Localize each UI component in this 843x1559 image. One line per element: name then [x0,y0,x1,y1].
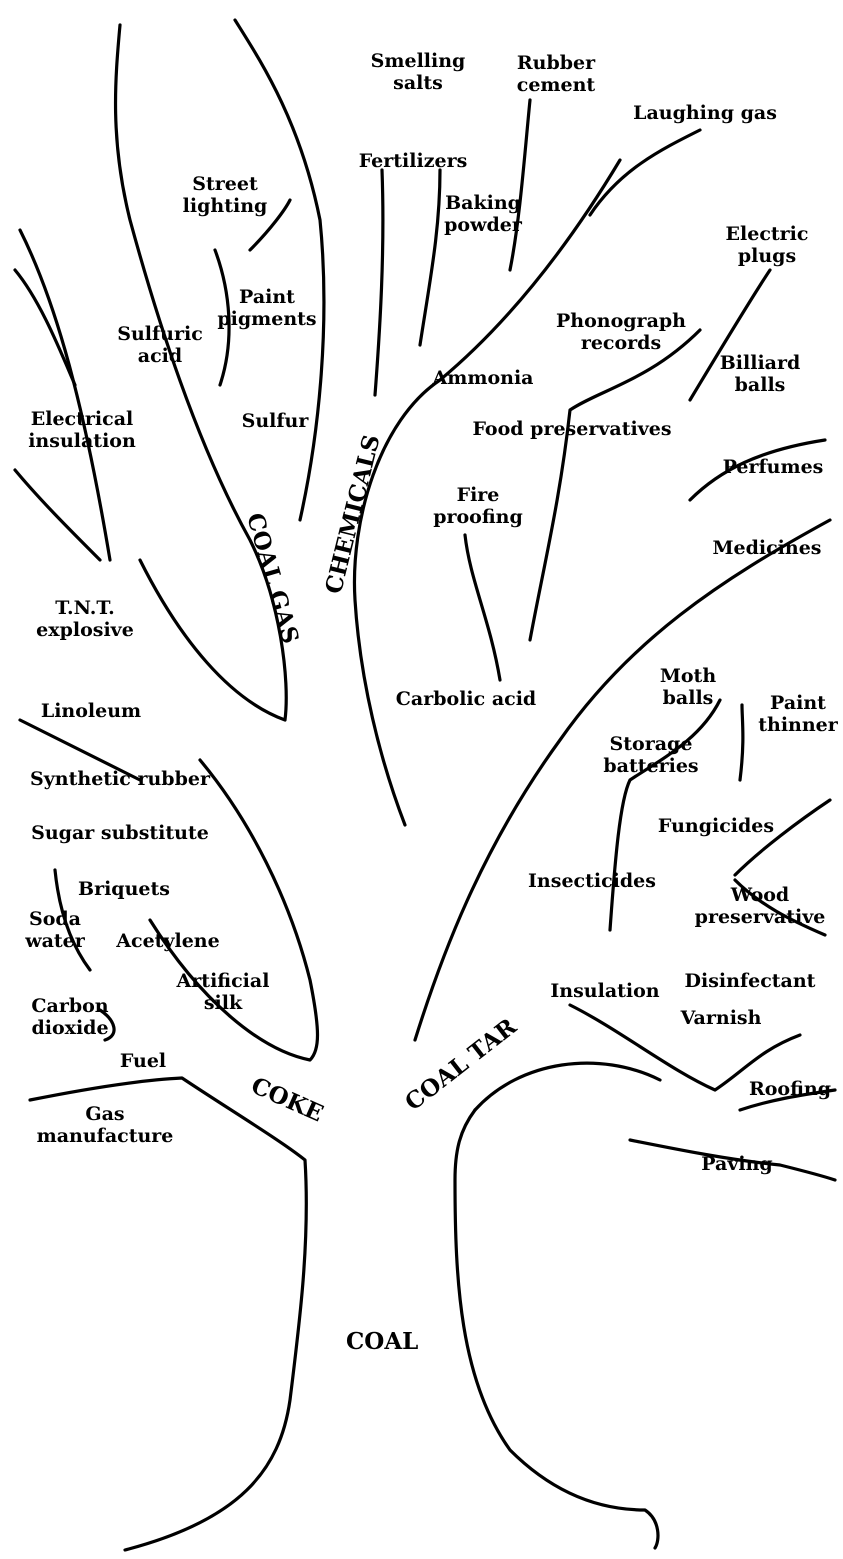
label-carbolic-acid: Carbolic acid [396,688,536,710]
trunk-left-outline [30,1078,306,1550]
twig-moth [740,705,743,780]
label-synthetic-rubber: Synthetic rubber [30,768,210,790]
trunk-right-outline [455,1110,658,1548]
coal-gas-branch-right [235,20,324,520]
label-paving: Paving [701,1153,772,1175]
label-roofing: Roofing [749,1078,831,1100]
label-varnish: Varnish [681,1007,762,1029]
left-twig-3 [15,470,100,560]
label-coal: COAL [346,1328,418,1355]
twig-laughing [590,130,700,215]
fungicide-branch [735,800,830,875]
label-laughing-gas: Laughing gas [633,102,777,124]
label-medicines: Medicines [712,537,821,559]
left-twig-1 [20,230,110,560]
twig-fertilizers [420,170,440,345]
label-disinfectant: Disinfectant [685,970,816,992]
twig-rubber [510,100,530,270]
chemicals-stem [375,170,383,395]
carbolic-branch [465,535,500,680]
label-food-preservatives: Food preservatives [472,418,671,440]
label-perfumes: Perfumes [723,456,824,478]
trunk-top-outline [475,1063,660,1110]
label-acetylene: Acetylene [116,930,219,952]
label-sulfur: Sulfur [242,410,309,432]
label-insecticides: Insecticides [528,870,656,892]
label-fertilizers: Fertilizers [359,150,468,172]
label-fungicides: Fungicides [658,815,774,837]
coke-branch [150,760,318,1060]
label-tnt-explosive: T.N.T.explosive [36,597,134,641]
coal-tar-inner [530,330,700,640]
coal-tar-branch [415,520,830,1040]
label-sugar-substitute: Sugar substitute [31,822,209,844]
label-briquets: Briquets [78,878,170,900]
label-linoleum: Linoleum [41,700,141,722]
label-insulation: Insulation [550,980,659,1002]
label-fuel: Fuel [120,1050,166,1072]
coal-gas-branch-left [116,25,287,720]
label-ammonia: Ammonia [433,367,534,389]
